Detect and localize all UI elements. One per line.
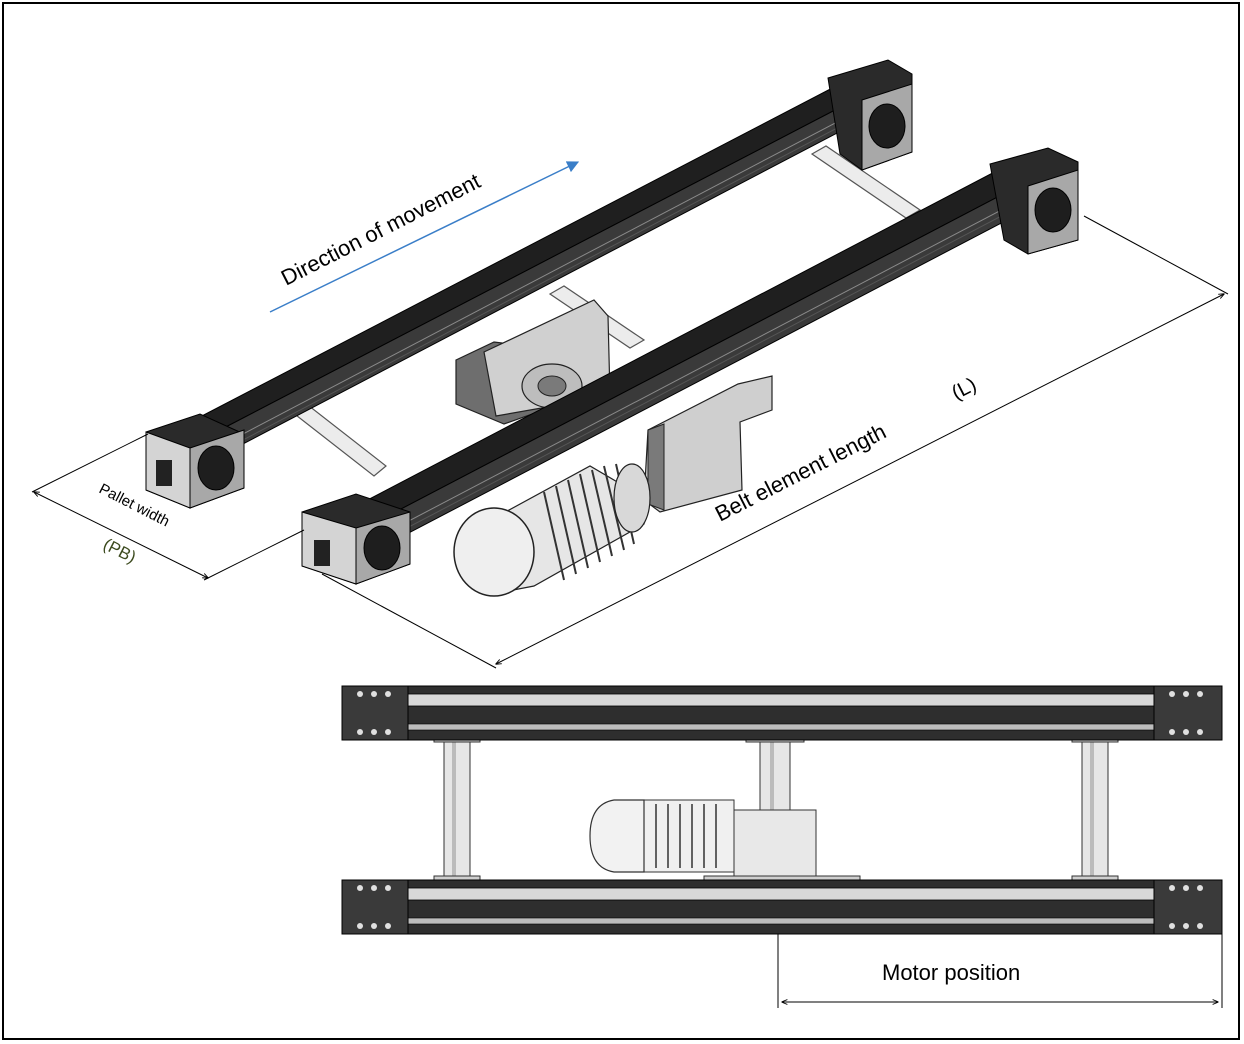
motor-position-label: Motor position [882,960,1020,985]
pallet-width-dimension [31,433,305,581]
back-rail [145,59,913,509]
isometric-view: Direction of movement Belt element lengt… [31,59,1229,669]
belt-length-symbol: (L) [948,374,980,405]
conveyor-diagram: Direction of movement Belt element lengt… [31,59,1229,1008]
direction-arrow [269,161,580,313]
motor-position-dimension [777,934,1223,1008]
top-rail-upper [341,685,1223,741]
top-view: Motor position [341,685,1223,1008]
belt-length-dimension [321,215,1229,669]
top-rail-lower [341,879,1223,935]
pallet-width-symbol: (PB) [100,535,139,567]
direction-label: Direction of movement [277,168,484,290]
top-motor [589,799,861,891]
